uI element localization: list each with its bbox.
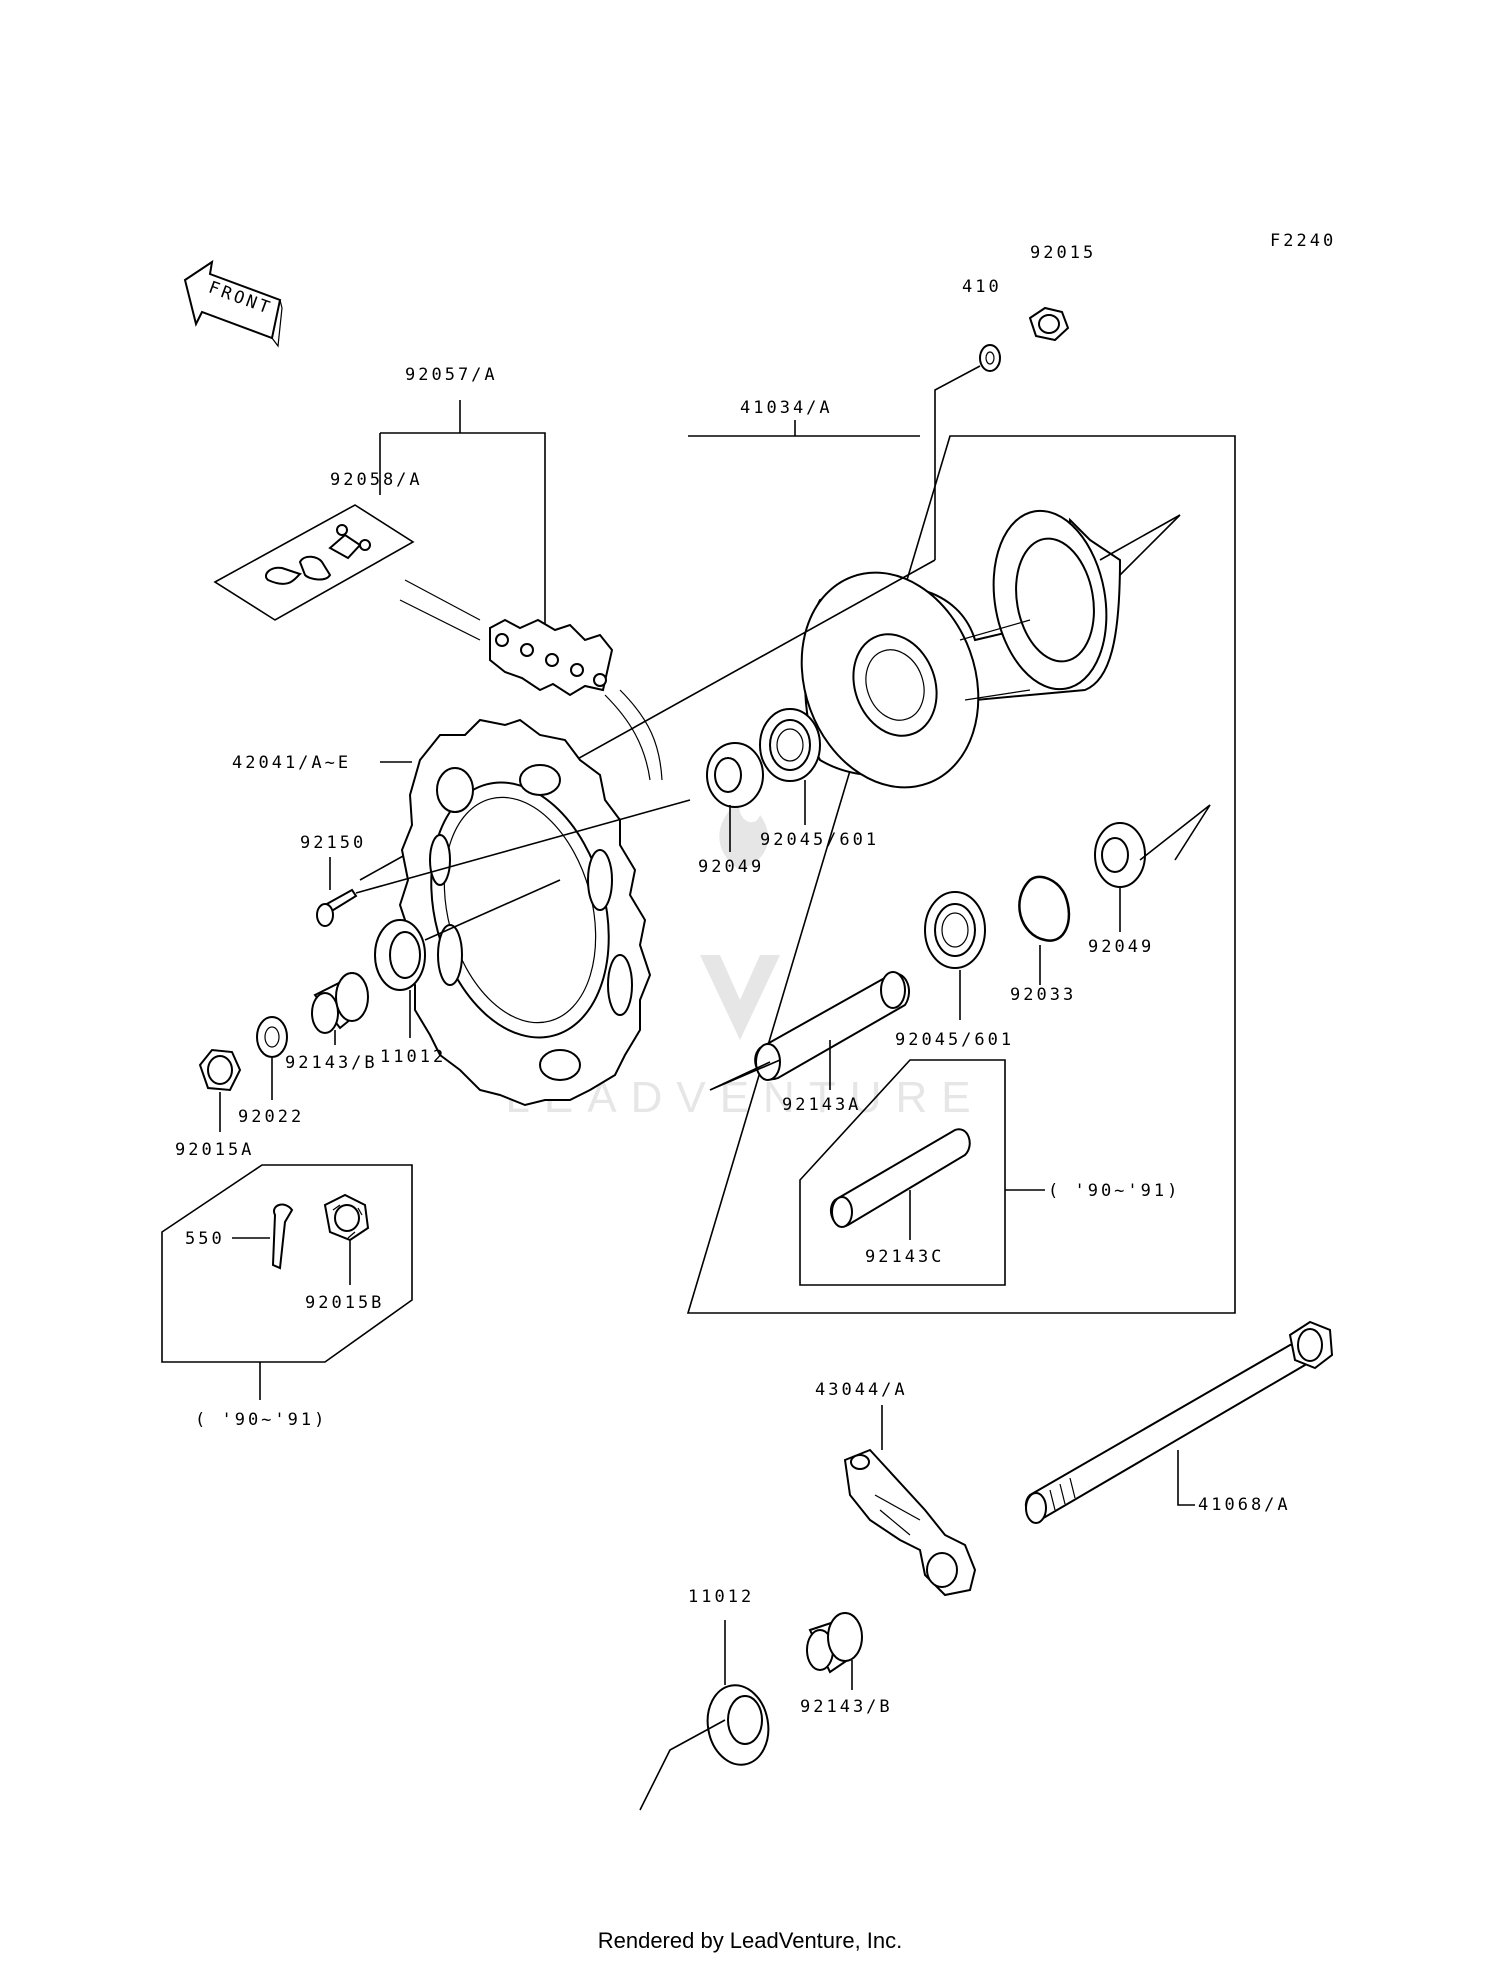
bolt-92150 xyxy=(316,799,691,927)
label-42041-a-e: 42041/A~E xyxy=(232,753,351,773)
label-92143c: 92143C xyxy=(865,1247,944,1267)
nut-92015a xyxy=(198,1048,242,1092)
chain-adjuster-43044 xyxy=(843,1448,977,1597)
figure-code: F2240 xyxy=(1270,231,1336,251)
master-link-clip xyxy=(264,524,371,585)
sprocket-42041 xyxy=(398,718,652,1107)
collar-92143b-upper xyxy=(311,972,369,1034)
castle-nut-group: ( '90~'91) 550 92015B xyxy=(161,1164,413,1430)
chain-links xyxy=(489,618,614,697)
label-550: 550 xyxy=(185,1229,225,1249)
label-92143-b-b: 92143/B xyxy=(800,1697,893,1717)
label-92049-a: 92049 xyxy=(698,857,764,877)
label-92015: 92015 xyxy=(1030,243,1096,263)
bearing-92045-left xyxy=(759,708,821,782)
drive-chain-group: 92057/A 92058/A xyxy=(213,365,663,781)
collar-11012-upper xyxy=(374,919,426,991)
label-11012-b: 11012 xyxy=(688,1587,754,1607)
oil-seal-92049-left xyxy=(706,742,764,808)
circlip-92033 xyxy=(1018,875,1071,942)
castle-nut-92015b xyxy=(323,1193,370,1242)
washer-92022 xyxy=(256,1016,288,1058)
label-92045-601-b: 92045/601 xyxy=(895,1030,1014,1050)
label-92143a: 92143A xyxy=(782,1095,861,1115)
label-92033: 92033 xyxy=(1010,985,1076,1005)
collar-11012-lower xyxy=(706,1684,770,1766)
label-92143-b-a: 92143/B xyxy=(285,1053,378,1073)
year-range-label-hub: ( '90~'91) xyxy=(1048,1181,1180,1201)
label-41034-a: 41034/A xyxy=(740,398,833,418)
nut-92015 xyxy=(1028,306,1070,342)
hub-assembly-group: 41034/A 92045/601 92049 xyxy=(686,398,1236,1314)
axle-41068 xyxy=(1024,1320,1334,1524)
label-43044-a: 43044/A xyxy=(815,1380,908,1400)
washer-410 xyxy=(979,344,1001,372)
label-92022: 92022 xyxy=(238,1107,304,1127)
year-range-label-left: ( '90~'91) xyxy=(195,1410,327,1430)
label-92045-601-a: 92045/601 xyxy=(760,830,879,850)
label-92049-b: 92049 xyxy=(1088,937,1154,957)
label-92015b: 92015B xyxy=(305,1293,384,1313)
spacer-92143c xyxy=(829,1128,971,1228)
rear-hub xyxy=(800,509,1122,789)
label-92015a: 92015A xyxy=(175,1140,254,1160)
watermark-flame-icon xyxy=(719,800,769,870)
label-41068-a: 41068/A xyxy=(1198,1495,1291,1515)
footer-credit: Rendered by LeadVenture, Inc. xyxy=(597,1928,903,1953)
oil-seal-92049-right xyxy=(1094,822,1146,888)
label-410: 410 xyxy=(962,277,1002,297)
collar-92143b-lower xyxy=(806,1612,863,1674)
spacer-92143a xyxy=(754,971,910,1081)
front-arrow-icon: FRONT xyxy=(183,259,283,348)
cotter-pin-550 xyxy=(271,1203,294,1270)
label-92058-a: 92058/A xyxy=(330,470,423,490)
watermark-v-icon xyxy=(700,955,780,1040)
label-92057-a: 92057/A xyxy=(405,365,498,385)
label-92150: 92150 xyxy=(300,833,366,853)
bearing-92045-right xyxy=(924,891,986,969)
label-11012-a: 11012 xyxy=(380,1047,446,1067)
